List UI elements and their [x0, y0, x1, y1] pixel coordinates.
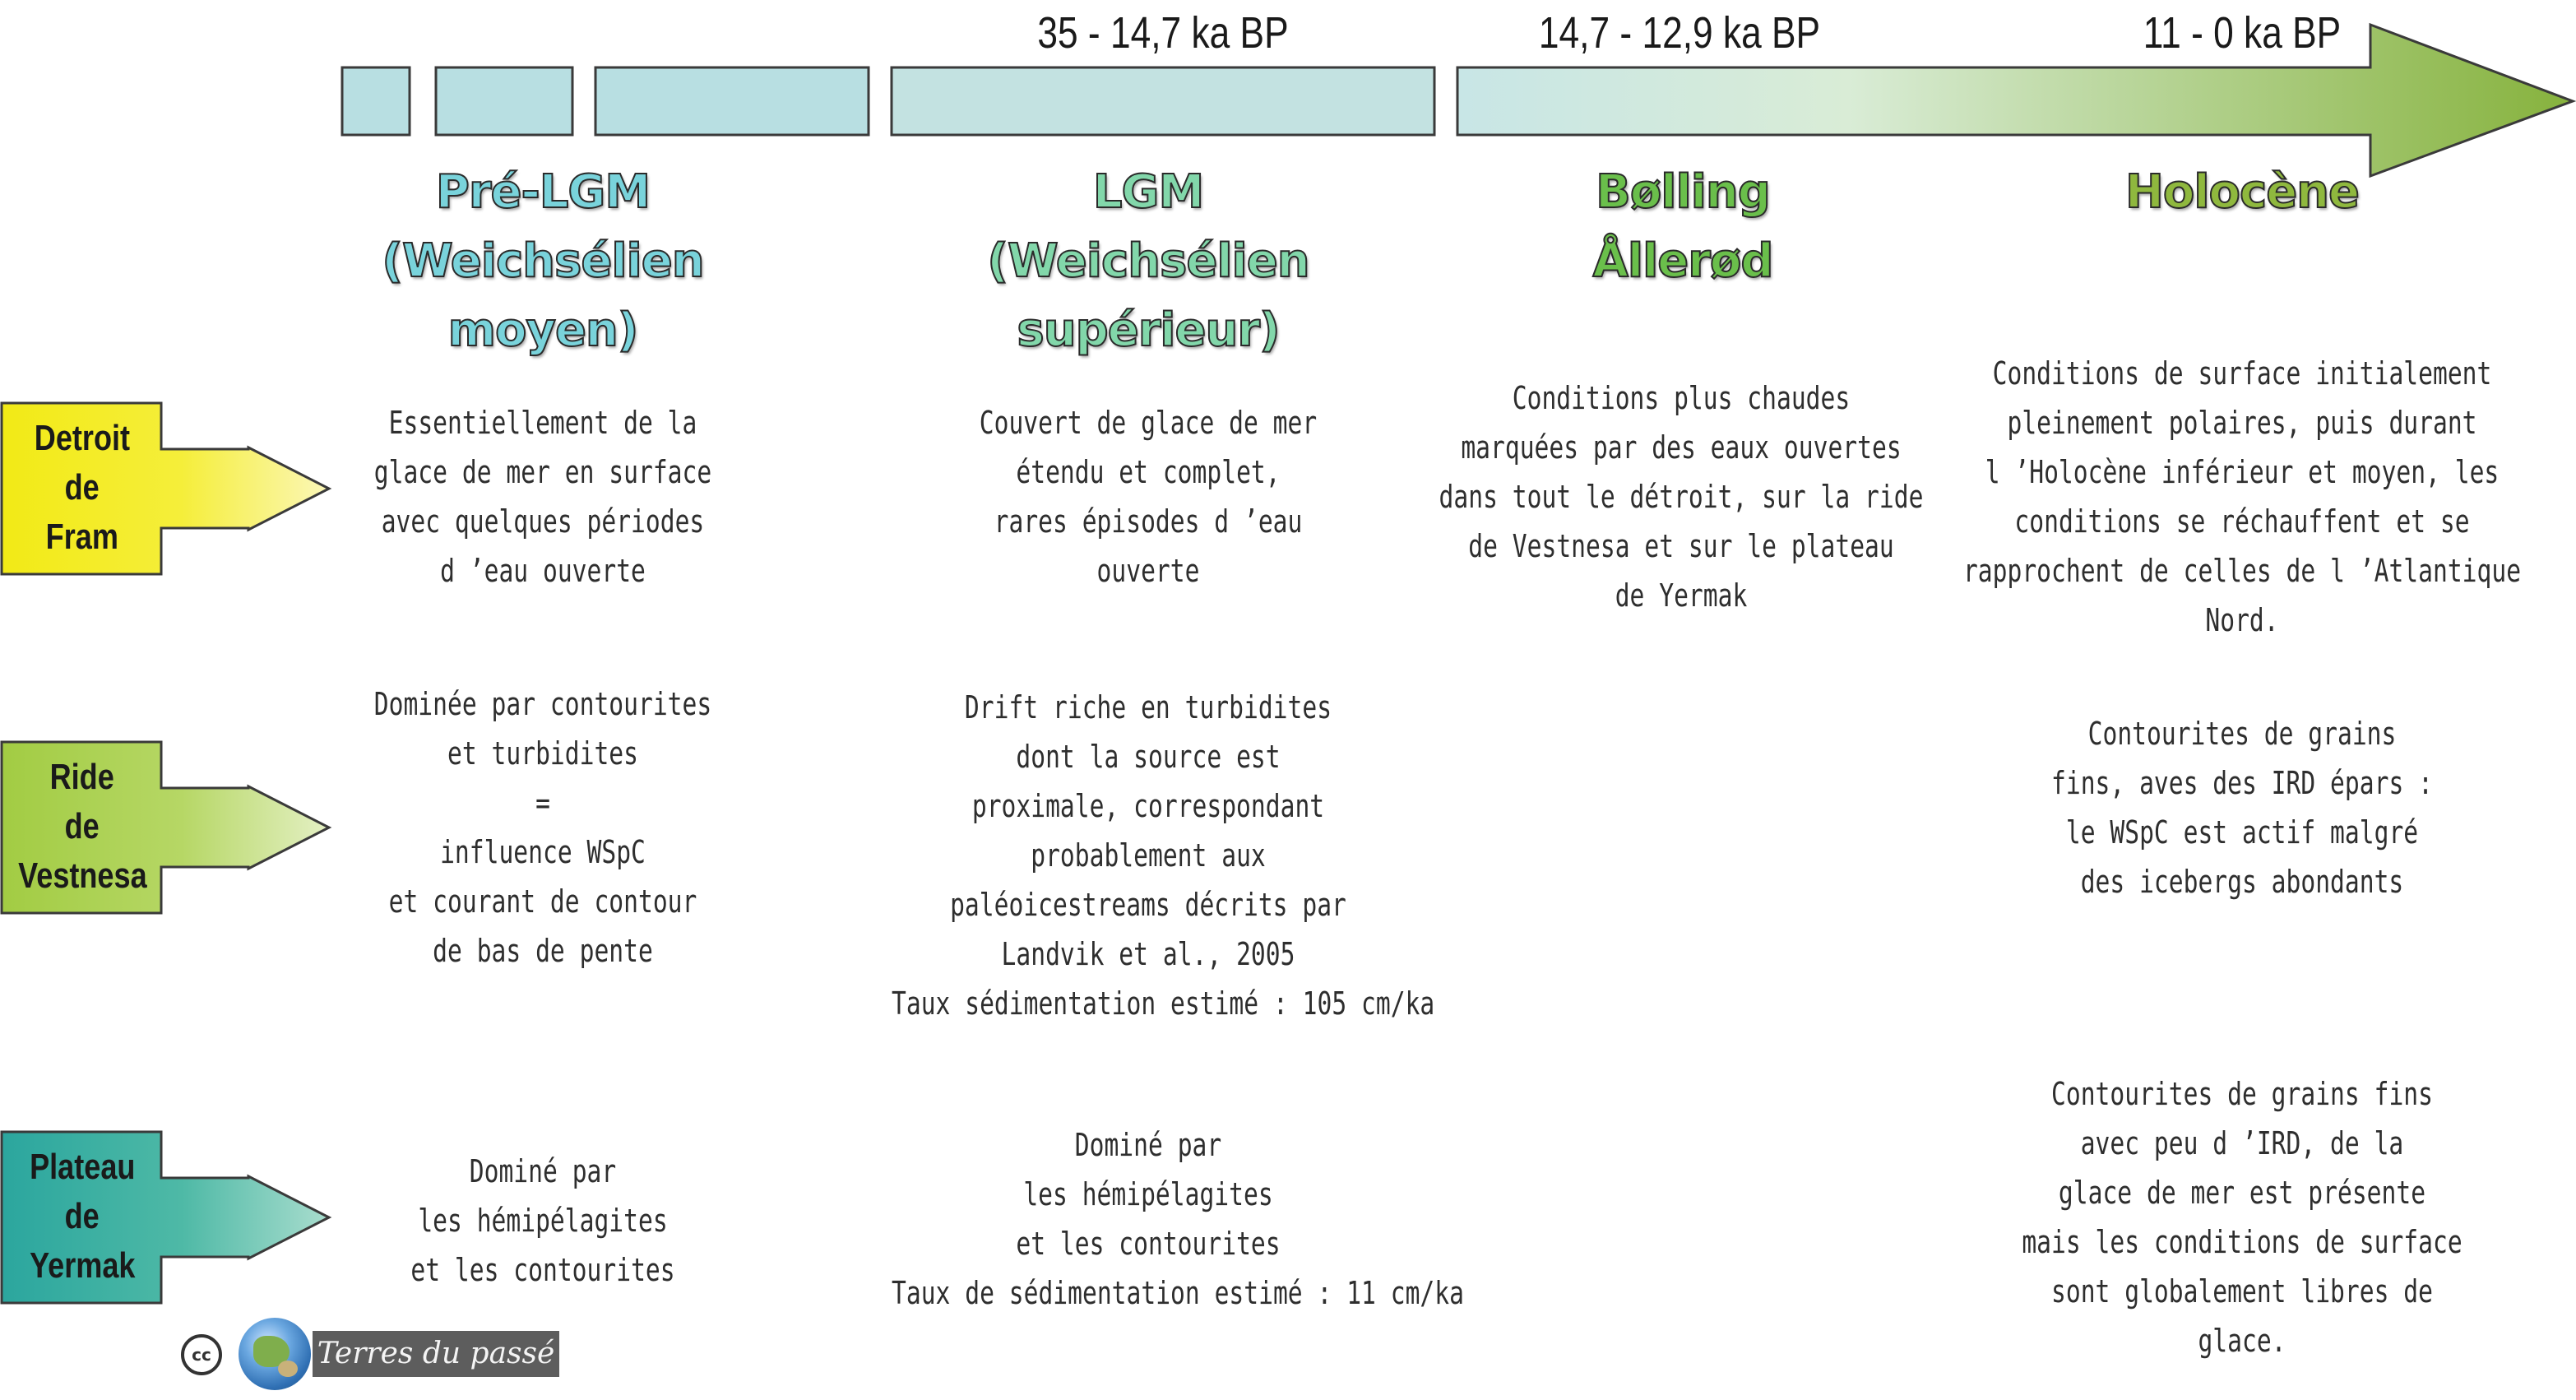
- cell-vestnesa-lgm: Drift riche en turbidites dont la source…: [892, 689, 1435, 1022]
- region-yermak: Plateau de Yermak: [0, 1130, 337, 1311]
- date-holocene: 11 - 0 ka BP: [2143, 8, 2342, 58]
- period-holocene: Holocène: [2124, 165, 2361, 220]
- logo: cc Terres du passé: [181, 1316, 568, 1390]
- cc-license-icon: cc: [181, 1334, 222, 1375]
- cell-yermak-holocene: Contourites de grains fins avec peu d ’I…: [2022, 1076, 2462, 1359]
- cell-fram-lgm: Couvert de glace de mer étendu et comple…: [979, 405, 1318, 589]
- region-fram: Detroit de Fram: [0, 401, 337, 582]
- timeline-segment-3: [594, 66, 870, 137]
- period-bolling: Bølling Ållerød: [1592, 165, 1775, 289]
- cell-yermak-lgm: Dominé par les hémipélagites et les cont…: [892, 1127, 1464, 1311]
- cell-fram-holocene: Conditions de surface initialement plein…: [1962, 355, 2522, 638]
- region-vestnesa: Ride de Vestnesa: [0, 740, 337, 921]
- timeline: [341, 22, 2576, 178]
- cell-vestnesa-holocene: Contourites de grains fins, aves des IRD…: [2051, 716, 2433, 900]
- period-pre-lgm: Pré-LGM (Weichsélien moyen): [381, 165, 705, 358]
- timeline-segment-4: [890, 66, 1436, 137]
- globe-icon: [239, 1318, 311, 1390]
- region-label-fram: Detroit de Fram: [34, 418, 131, 557]
- cell-yermak-pre-lgm: Dominé par les hémipélagites et les cont…: [410, 1153, 675, 1288]
- region-label-vestnesa: Ride de Vestnesa: [17, 757, 147, 896]
- timeline-segment-2: [434, 66, 574, 137]
- period-lgm: LGM (Weichsélien supérieur): [986, 165, 1310, 358]
- date-bolling: 14,7 - 12,9 ka BP: [1538, 8, 1821, 58]
- cell-fram-pre-lgm: Essentiellement de la glace de mer en su…: [373, 405, 712, 589]
- region-label-yermak: Plateau de Yermak: [29, 1147, 136, 1286]
- timeline-segment-1: [341, 66, 411, 137]
- date-lgm: 35 - 14,7 ka BP: [1037, 8, 1289, 58]
- timeline-arrow: [1456, 22, 2576, 178]
- site-name: Terres du passé: [313, 1331, 559, 1377]
- cell-fram-bolling: Conditions plus chaudes marquées par des…: [1439, 380, 1924, 614]
- cell-vestnesa-pre-lgm: Dominée par contourites et turbidites = …: [373, 686, 712, 969]
